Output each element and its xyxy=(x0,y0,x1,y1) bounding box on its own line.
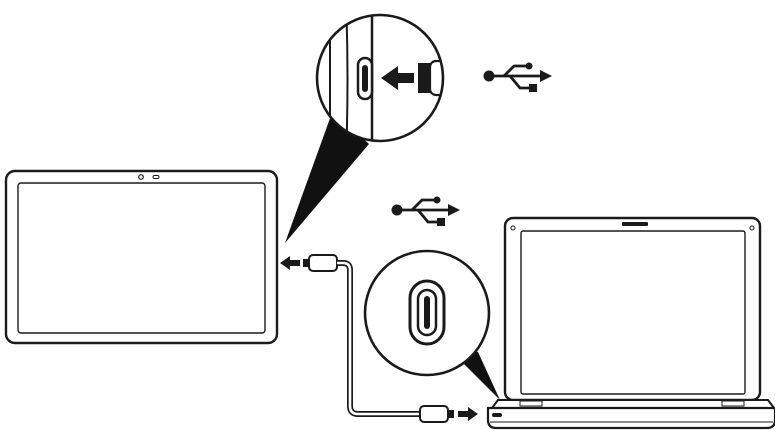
laptop-port xyxy=(492,413,502,417)
laptop-port-zoom xyxy=(365,251,500,400)
tablet-port-zoom xyxy=(285,0,456,243)
arrow-to-laptop-icon xyxy=(458,407,478,421)
usb-icon xyxy=(484,63,553,93)
usb-icon xyxy=(392,197,461,227)
tablet xyxy=(6,171,277,343)
laptop-camera-bar xyxy=(622,222,648,226)
arrow-to-tablet-icon xyxy=(280,256,300,270)
laptop xyxy=(488,218,775,428)
